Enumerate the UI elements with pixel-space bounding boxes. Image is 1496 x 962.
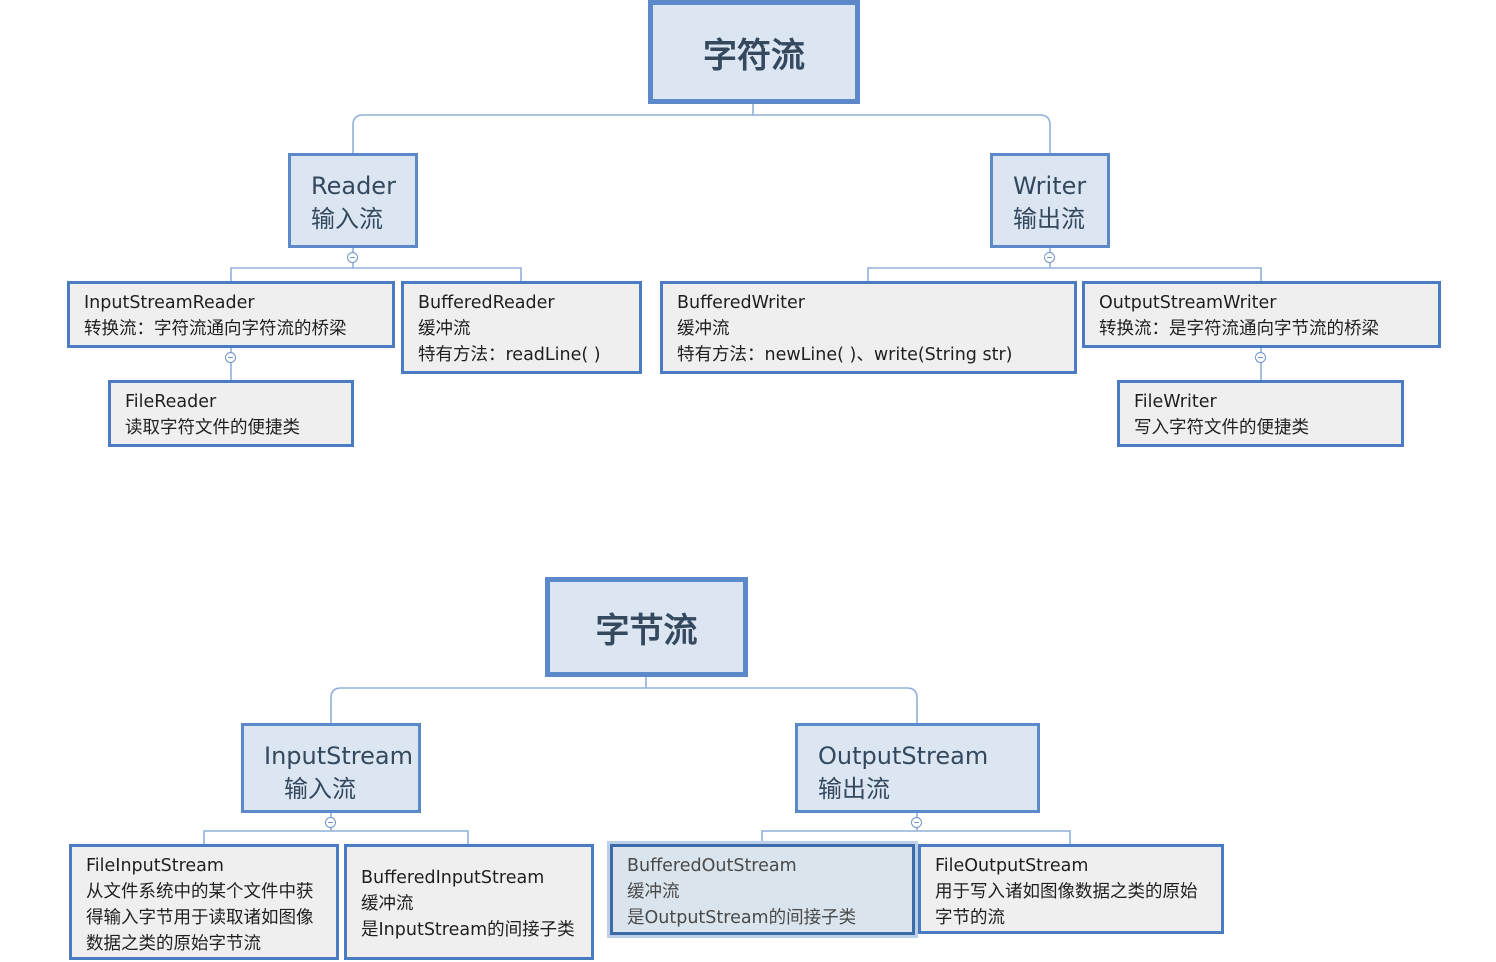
- byte-stream-root-label: 字节流: [595, 610, 698, 651]
- reader-name: Reader: [311, 172, 396, 200]
- byte-stream-root[interactable]: 字节流: [545, 577, 748, 677]
- output-stream-node[interactable]: OutputStream 输出流: [795, 723, 1040, 813]
- char-stream-root[interactable]: 字符流: [648, 0, 860, 104]
- file-output-stream-node[interactable]: FileOutputStream 用于写入诸如图像数据之类的原始 字节的流: [918, 844, 1224, 934]
- output-stream-desc: 输出流: [818, 775, 890, 803]
- collapse-toggle-icon[interactable]: [1044, 252, 1055, 263]
- output-stream-writer-desc: 转换流：是字符流通向字节流的桥梁: [1099, 319, 1379, 339]
- buffered-out-stream-node[interactable]: BufferedOutStream 缓冲流 是OutputStream的间接子类: [610, 844, 915, 935]
- collapse-toggle-icon[interactable]: [1255, 352, 1266, 363]
- buffered-input-stream-extra: 是InputStream的间接子类: [361, 920, 575, 940]
- file-output-stream-desc-1: 用于写入诸如图像数据之类的原始: [935, 882, 1198, 902]
- char-stream-root-label: 字符流: [703, 35, 805, 76]
- file-output-stream-desc-2: 字节的流: [935, 908, 1005, 928]
- buffered-writer-node[interactable]: BufferedWriter 缓冲流 特有方法：newLine( )、write…: [660, 281, 1077, 374]
- file-input-stream-desc-3: 数据之类的原始字节流: [86, 934, 261, 954]
- input-stream-name: InputStream: [264, 742, 413, 770]
- input-stream-node[interactable]: InputStream 输入流: [241, 723, 421, 813]
- buffered-reader-desc: 缓冲流: [418, 319, 471, 339]
- buffered-reader-extra: 特有方法：readLine( ): [418, 345, 601, 365]
- file-input-stream-node[interactable]: FileInputStream 从文件系统中的某个文件中获 得输入字节用于读取诸…: [69, 844, 339, 960]
- buffered-input-stream-name: BufferedInputStream: [361, 868, 545, 888]
- buffered-reader-name: BufferedReader: [418, 293, 555, 313]
- collapse-toggle-icon[interactable]: [325, 817, 336, 828]
- output-stream-name: OutputStream: [818, 742, 989, 770]
- buffered-out-stream-extra: 是OutputStream的间接子类: [627, 908, 857, 928]
- input-stream-reader-desc: 转换流：字符流通向字符流的桥梁: [84, 319, 347, 339]
- file-output-stream-name: FileOutputStream: [935, 856, 1089, 876]
- connector-inputstream: [203, 813, 469, 846]
- connector-writer: [867, 248, 1262, 283]
- writer-node[interactable]: Writer 输出流: [990, 153, 1110, 248]
- connector-reader: [230, 248, 522, 283]
- buffered-reader-node[interactable]: BufferedReader 缓冲流 特有方法：readLine( ): [401, 281, 642, 374]
- file-reader-node[interactable]: FileReader 读取字符文件的便捷类: [108, 380, 354, 447]
- buffered-input-stream-node[interactable]: BufferedInputStream 缓冲流 是InputStream的间接子…: [344, 844, 594, 960]
- file-writer-desc: 写入字符文件的便捷类: [1134, 418, 1309, 438]
- buffered-writer-extra: 特有方法：newLine( )、write(String str): [677, 345, 1013, 365]
- buffered-input-stream-desc: 缓冲流: [361, 894, 414, 914]
- writer-name: Writer: [1013, 172, 1087, 200]
- file-writer-node[interactable]: FileWriter 写入字符文件的便捷类: [1117, 380, 1404, 447]
- buffered-out-stream-name: BufferedOutStream: [627, 856, 797, 876]
- output-stream-writer-node[interactable]: OutputStreamWriter 转换流：是字符流通向字节流的桥梁: [1082, 281, 1441, 348]
- collapse-toggle-icon[interactable]: [225, 352, 236, 363]
- writer-desc: 输出流: [1013, 205, 1085, 233]
- reader-desc: 输入流: [311, 205, 383, 233]
- connector-byte-root: [330, 677, 918, 725]
- collapse-toggle-icon[interactable]: [347, 252, 358, 263]
- buffered-writer-name: BufferedWriter: [677, 293, 806, 313]
- file-input-stream-name: FileInputStream: [86, 856, 224, 876]
- file-reader-desc: 读取字符文件的便捷类: [125, 418, 300, 438]
- file-input-stream-desc-2: 得输入字节用于读取诸如图像: [86, 908, 314, 928]
- collapse-toggle-icon[interactable]: [911, 817, 922, 828]
- connector-char-root: [352, 104, 1051, 155]
- output-stream-writer-name: OutputStreamWriter: [1099, 293, 1277, 313]
- input-stream-desc: 输入流: [284, 775, 356, 803]
- buffered-writer-desc: 缓冲流: [677, 319, 730, 339]
- buffered-out-stream-desc: 缓冲流: [627, 882, 680, 902]
- file-input-stream-desc-1: 从文件系统中的某个文件中获: [86, 882, 314, 902]
- input-stream-reader-name: InputStreamReader: [84, 293, 255, 313]
- file-reader-name: FileReader: [125, 392, 217, 412]
- file-writer-name: FileWriter: [1134, 392, 1217, 412]
- input-stream-reader-node[interactable]: InputStreamReader 转换流：字符流通向字符流的桥梁: [67, 281, 395, 348]
- reader-node[interactable]: Reader 输入流: [288, 153, 418, 248]
